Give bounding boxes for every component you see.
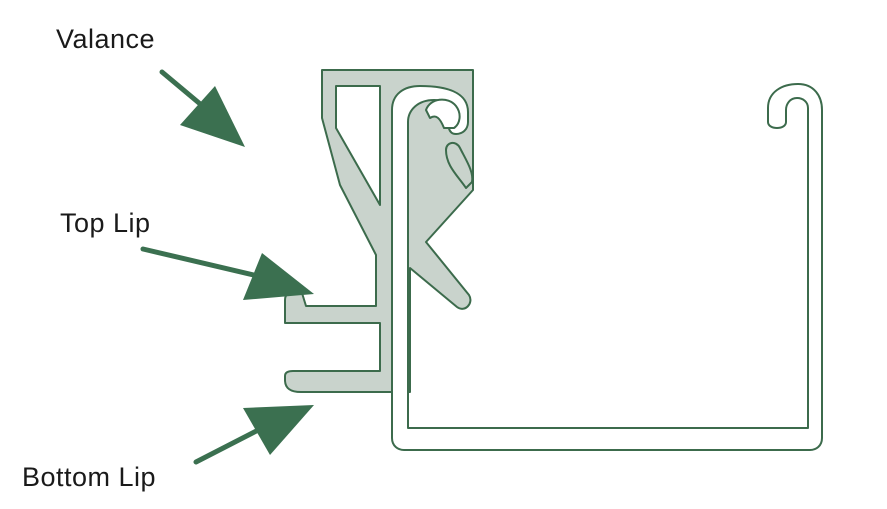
valance-arrow bbox=[159, 69, 245, 147]
hook-detail bbox=[425, 98, 461, 129]
top-lip-label: Top Lip bbox=[60, 208, 151, 238]
bottom-lip-label: Bottom Lip bbox=[22, 462, 157, 492]
valance-label: Valance bbox=[56, 24, 156, 54]
gutter-channel bbox=[391, 83, 823, 451]
bottom-lip-arrow bbox=[193, 405, 314, 465]
bead-notch bbox=[445, 142, 474, 189]
top-lip-arrow bbox=[140, 246, 314, 300]
